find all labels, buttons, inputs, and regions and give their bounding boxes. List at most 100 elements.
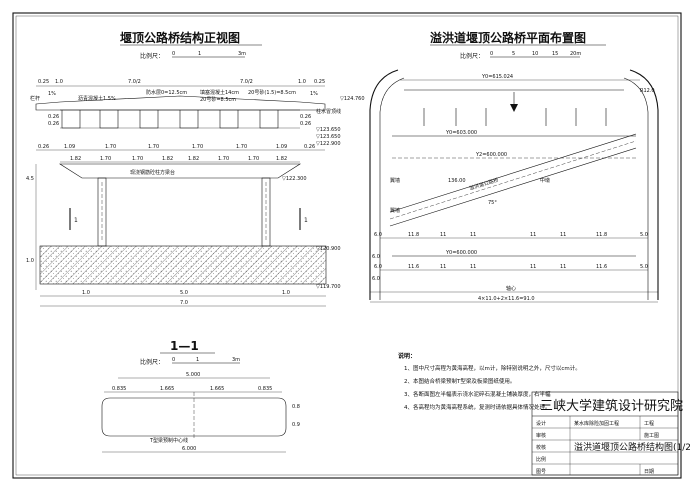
dim: 11 [470, 264, 476, 270]
coord-label: Y0=600.000 [445, 250, 477, 256]
tb-cell: 图号 [536, 469, 546, 475]
dim: 1.70 [218, 156, 229, 162]
dim: 6.0 [374, 232, 382, 238]
dim: 0.8 [292, 404, 300, 410]
center-note: T型梁预制中心线 [149, 437, 188, 444]
notes-block: 说明： 1、图中尺寸高程为黄海高程，以m计，除特别说明之外，尺寸以cm计。 2、… [398, 352, 581, 411]
dim: 1.70 [248, 156, 259, 162]
dim: 11 [470, 232, 476, 238]
tb-cell: 工程 [644, 420, 654, 427]
dim: 轴心 [506, 285, 516, 292]
cap-beam-label: 现浇钢筋砼柱方梁台 [130, 169, 175, 176]
dim: 1.82 [70, 156, 81, 162]
dim: 11 [440, 232, 446, 238]
railing-label: 栏杆 [30, 95, 40, 102]
dim: 11.8 [596, 232, 607, 238]
dim: 1.0 [55, 79, 63, 85]
section-view: 1—1 比例尺： 0 1 3m 5.000 0.835 1.665 1.665 … [101, 339, 300, 453]
dim: 1.09 [64, 144, 75, 150]
wing-label: 翼墙 [390, 177, 400, 184]
dim: 1.09 [276, 144, 287, 150]
asphalt-label: 沥青混凝土1.5% [78, 95, 116, 102]
dim: 6.0 [372, 276, 380, 282]
note-item: 4、各高程均为黄海高程系统，复测时请依据具体情况处理。 [404, 403, 551, 411]
bearing-label: 20号砂(1.5)=8.5cm [248, 89, 296, 96]
dim: 0.26 [48, 114, 59, 120]
institute-name: 三峡大学建筑设计研究院 [540, 398, 683, 414]
dim: 1.82 [276, 156, 287, 162]
dim: 1.82 [162, 156, 173, 162]
coord-label: Y0=603.000 [445, 130, 477, 136]
dim: 0.9 [292, 422, 300, 428]
dim: 1.70 [192, 144, 203, 150]
notes-heading: 说明： [398, 352, 416, 360]
dim: 0.835 [258, 386, 272, 392]
dim: 5.000 [186, 372, 200, 378]
foundation-fill [40, 246, 326, 284]
tb-cell: 审核 [536, 432, 546, 439]
scale-tick: 5 [512, 51, 515, 57]
dim: 4.5 [26, 176, 34, 182]
scale-tick: 0 [490, 51, 493, 57]
dim: 4×11.0+2×11.6=91.0 [478, 296, 535, 302]
scale-tick: 10 [532, 51, 538, 57]
tb-stage: 施工图 [644, 432, 659, 439]
dim: 0.26 [48, 121, 59, 127]
front-view-title: 堰顶公路桥结构正视图 [120, 30, 240, 45]
dim: 1.70 [105, 144, 116, 150]
dim: 6.000 [182, 446, 196, 452]
scale-tick: 1 [196, 357, 199, 363]
dim: 1.0 [26, 258, 34, 264]
dim: 11.6 [596, 264, 607, 270]
t-beams [60, 110, 300, 129]
road-edge [389, 147, 637, 227]
dim: 11.8 [408, 232, 419, 238]
dim: 0.26 [300, 114, 311, 120]
dim: 0.26 [300, 121, 311, 127]
scale-tick: 1 [198, 51, 201, 57]
drawing-name: 溢洪道堰顶公路桥结构图(1/2) [574, 441, 690, 453]
section-mark-label: 1 [74, 217, 78, 224]
elevation: ▽123.650 [316, 127, 341, 133]
pier-section [101, 397, 287, 437]
dim: 1.70 [132, 156, 143, 162]
road-label: 溢洪道公路桥 [469, 176, 500, 191]
dim: 5.0 [180, 290, 188, 296]
scale-tick: 15 [552, 51, 558, 57]
slope-label: 1% [48, 91, 56, 97]
dim: 0.25 [314, 79, 325, 85]
dim: 6.0 [374, 264, 382, 270]
inner-frame [15, 15, 679, 476]
road-edge [389, 133, 637, 213]
elevation: ▽119.700 [316, 284, 341, 290]
dim: 7.0/2 [128, 79, 141, 85]
dim: 7.0 [180, 300, 188, 306]
title-block: 三峡大学建筑设计研究院 设计 审核 某水库除险加固工程 工程 施工图 校核 溢洪… [531, 391, 690, 476]
dim: 5.0 [640, 232, 648, 238]
dim: 11 [530, 232, 536, 238]
tb-cell: 日期 [644, 469, 654, 475]
dim: 0.26 [38, 144, 49, 150]
wing-label: 翼墙 [390, 207, 400, 214]
section-title: 1—1 [170, 339, 199, 353]
dim: 0.835 [112, 386, 126, 392]
scale-tick: 3m [238, 51, 246, 57]
dim: 11 [560, 232, 566, 238]
dim: 1.665 [160, 386, 174, 392]
section-mark-label: 1 [304, 217, 308, 224]
tb-cell: 设计 [536, 420, 546, 427]
elevation: ▽124.760 [340, 96, 365, 102]
filler-label: 填塞混凝土14cm [200, 89, 239, 96]
dim: 6.0 [372, 254, 380, 260]
dim: 11 [530, 264, 536, 270]
dim: 11 [440, 264, 446, 270]
dim: 7.0/2 [240, 79, 253, 85]
axis-label: 136.00 [448, 178, 466, 184]
note-item: 1、图中尺寸高程为黄海高程，以m计，除特别说明之外，尺寸以cm计。 [404, 364, 581, 372]
dim: 1.665 [210, 386, 224, 392]
dim: 1.70 [148, 144, 159, 150]
plan-view: 溢洪道堰顶公路桥平面布置图 比例尺： 0 5 10 15 20m Y0=615.… [369, 30, 659, 303]
elevation: ▽120.900 [316, 246, 341, 252]
